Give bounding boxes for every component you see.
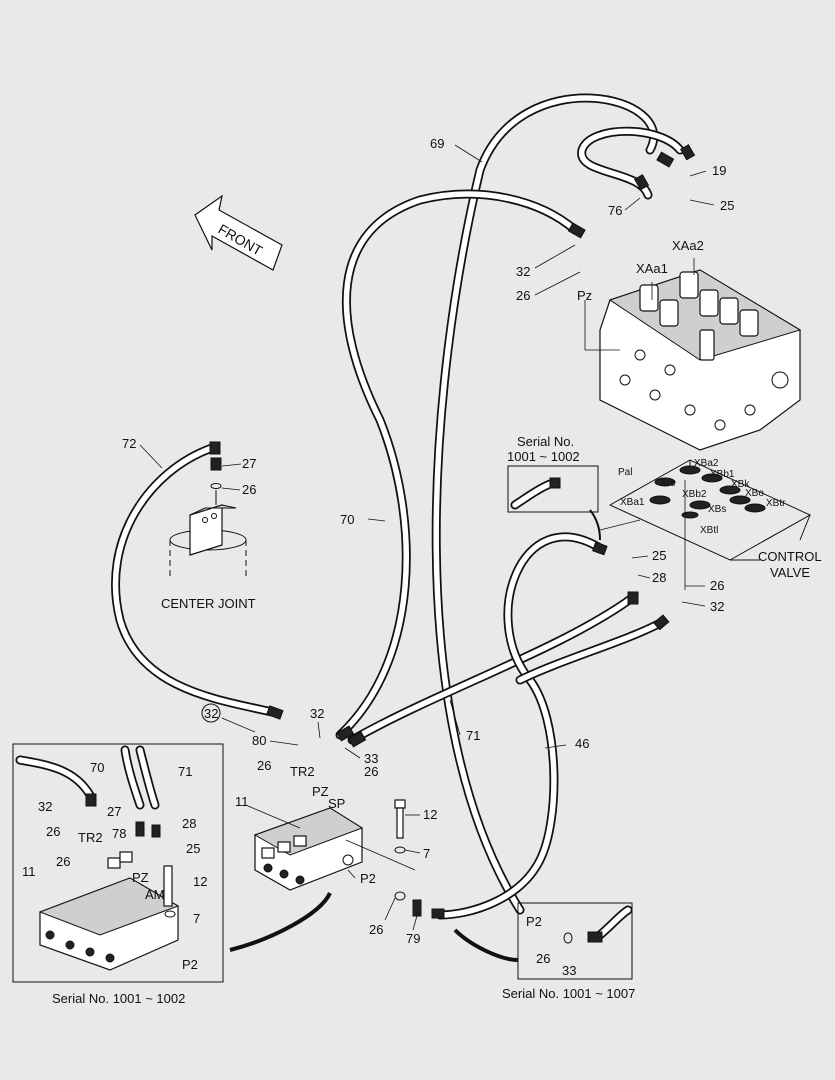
port-xbtr: XBtr: [766, 498, 786, 509]
port-xba2: XBa2: [694, 458, 719, 469]
hose-72: [111, 443, 277, 717]
bolt-12: [394, 799, 406, 854]
port-p2: P2: [360, 871, 376, 886]
control-valve-label-2: VALVE: [770, 565, 810, 580]
port-tr2: TR2: [290, 764, 315, 779]
inset-port-am: AM: [145, 887, 165, 902]
callout-76: 76: [608, 203, 622, 218]
inset-callout-78: 78: [112, 826, 126, 841]
port-xba1: XBa1: [620, 497, 645, 508]
callout-79: 79: [406, 931, 420, 946]
front-arrow: FRONT: [194, 194, 283, 271]
inset-callout-70: 70: [90, 760, 104, 775]
inset-right-callout-33: 33: [562, 963, 576, 978]
callout-26-bottom: 26: [369, 922, 383, 937]
text-labels: 69 19 25 76 XAa2 32 XAa1 26 Pz 72 27 26 …: [22, 136, 822, 1006]
callout-11: 11: [235, 794, 249, 809]
center-joint: [169, 490, 247, 580]
callout-32-cv: 32: [710, 599, 724, 614]
callout-26-cj: 26: [242, 482, 256, 497]
control-valve: [599, 269, 802, 451]
hose-70: [335, 189, 580, 740]
callout-25-cv: 25: [652, 548, 666, 563]
hose-xaa2-loop: [577, 126, 685, 200]
port-leader-lines: [584, 258, 695, 590]
hose-69: [431, 93, 659, 915]
callout-leaders: [139, 144, 715, 931]
port-pz-top: Pz: [577, 288, 592, 303]
port-xbk: XBk: [731, 479, 750, 490]
fittings-27-26: [210, 457, 222, 489]
inset-callout-12: 12: [193, 874, 207, 889]
inset-callout-32: 32: [38, 799, 52, 814]
callout-32-circled: 32: [204, 706, 218, 721]
hose-fittings: [209, 144, 696, 919]
callout-25-top: 25: [720, 198, 734, 213]
callout-72: 72: [122, 436, 136, 451]
inset-right: [517, 902, 633, 980]
inset-left: [12, 743, 224, 983]
callout-26-cv: 26: [710, 578, 724, 593]
port-pal: Pal: [618, 467, 632, 478]
inset-callout-26-b: 26: [56, 854, 70, 869]
inset-callout-11: 11: [22, 864, 36, 879]
inset-callout-71: 71: [178, 764, 192, 779]
port-xaa1: XAa1: [636, 261, 668, 276]
callout-71: 71: [466, 728, 480, 743]
control-valve-label-1: CONTROL: [758, 549, 822, 564]
port-pz: PZ: [312, 784, 329, 799]
callout-7: 7: [423, 846, 430, 861]
callout-32-mid: 32: [310, 706, 324, 721]
inset-port-pz: PZ: [132, 870, 149, 885]
callout-19: 19: [712, 163, 726, 178]
center-joint-label: CENTER JOINT: [161, 596, 256, 611]
callout-69: 69: [430, 136, 444, 151]
port-xbb1: XBb1: [710, 469, 735, 480]
callout-27-cj: 27: [242, 456, 256, 471]
port-xre: Xre: [660, 478, 676, 489]
port-sp: SP: [328, 796, 345, 811]
serial-right-label: Serial No. 1001 ~ 1007: [502, 986, 635, 1001]
inset-callout-28: 28: [182, 816, 196, 831]
port-xbtl: XBtl: [700, 525, 718, 536]
inset-callout-25: 25: [186, 841, 200, 856]
callout-70: 70: [340, 512, 354, 527]
callout-12: 12: [423, 807, 437, 822]
callout-46: 46: [575, 736, 589, 751]
callout-32-top: 32: [516, 264, 530, 279]
port-xbs: XBs: [708, 504, 726, 515]
serial-top-label: Serial No.: [517, 434, 574, 449]
serial-top-range: 1001 ~ 1002: [507, 449, 580, 464]
port-xbb2: XBb2: [682, 489, 707, 500]
inset-connector-curves: [229, 509, 601, 962]
callout-80: 80: [252, 733, 266, 748]
inset-callout-27: 27: [107, 804, 121, 819]
hose-46: [435, 532, 605, 920]
inset-right-port-p2: P2: [526, 914, 542, 929]
inset-top: [507, 465, 599, 513]
callout-26-top: 26: [516, 288, 530, 303]
inset-callout-7: 7: [193, 911, 200, 926]
valve-port-plate: [608, 459, 812, 561]
port-xaa2: XAa2: [672, 238, 704, 253]
inset-port-tr2: TR2: [78, 830, 103, 845]
fittings-79: [394, 891, 422, 917]
callout-26-mid-b: 26: [364, 764, 378, 779]
hose-71: [347, 593, 637, 745]
inset-callout-26-a: 26: [46, 824, 60, 839]
inset-right-callout-26: 26: [536, 951, 550, 966]
callout-28-cv: 28: [652, 570, 666, 585]
callout-33: 33: [364, 751, 378, 766]
callout-26-mid-a: 26: [257, 758, 271, 773]
serial-left-label: Serial No. 1001 ~ 1002: [52, 991, 185, 1006]
port-xbo: XBo: [745, 488, 764, 499]
inset-port-p2: P2: [182, 957, 198, 972]
hose-to-68: [515, 617, 667, 685]
manifold-block: [253, 807, 364, 891]
